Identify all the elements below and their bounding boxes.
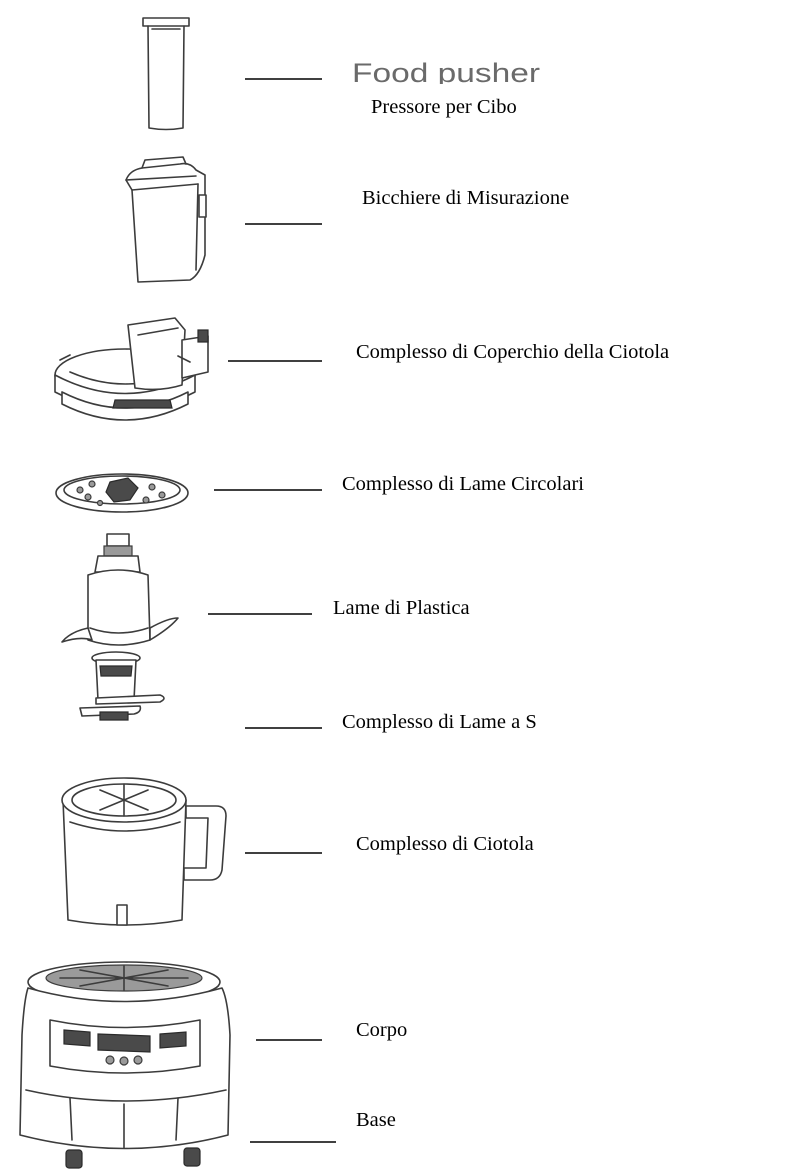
body-label: Corpo (356, 1019, 407, 1041)
measuring-cup-drawing (125, 156, 207, 283)
lid-assembly-label: Complesso di Coperchio della Ciotola (356, 341, 669, 363)
body-base-drawing (19, 961, 231, 1169)
text-mask (340, 84, 560, 96)
disc-assembly-label: Complesso di Lame Circolari (342, 473, 584, 495)
base-label: Base (356, 1109, 396, 1131)
food-pusher-drawing (142, 17, 190, 131)
plastic-blade-drawing (61, 533, 179, 646)
s-blade-assembly-label: Complesso di Lame a S (342, 711, 537, 733)
food-pusher-label: Pressore per Cibo (371, 96, 517, 118)
lid-assembly-drawing (54, 317, 209, 421)
bowl-assembly-drawing (61, 777, 227, 926)
measuring-cup-label: Bicchiere di Misurazione (362, 187, 569, 209)
bowl-assembly-label: Complesso di Ciotola (356, 833, 534, 855)
disc-assembly-drawing (55, 473, 189, 513)
s-blade-assembly-drawing (79, 651, 165, 721)
overlapping-english-label: Food pusher (352, 58, 540, 88)
plastic-blade-label: Lame di Plastica (333, 597, 470, 619)
